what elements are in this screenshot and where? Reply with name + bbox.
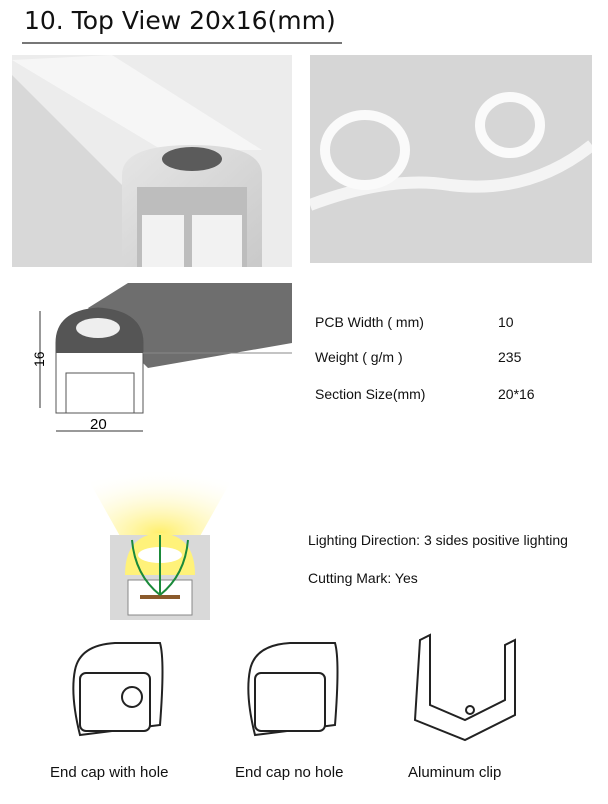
end-cap-no-hole-label: End cap no hole (235, 764, 344, 781)
end-cap-with-hole-image (72, 642, 164, 737)
lighting-direction-text: Lighting Direction: 3 sides positive lig… (308, 532, 568, 548)
spec-value-section-size: 20*16 (498, 386, 535, 402)
bent-strip-photo (310, 55, 592, 263)
profile-photo (12, 55, 292, 267)
page-title: 10. Top View 20x16(mm) (24, 6, 336, 35)
spec-value-pcb-width: 10 (498, 314, 514, 330)
aluminum-clip-label: Aluminum clip (408, 764, 502, 781)
spec-label-pcb-width: PCB Width ( mm) (315, 314, 424, 330)
spec-value-weight: 235 (498, 349, 522, 365)
height-dimension: 16 (31, 351, 47, 367)
aluminum-clip-image (413, 633, 516, 742)
lighting-diagram (80, 465, 240, 620)
spec-label-weight: Weight ( g/m ) (315, 349, 403, 365)
title-underline (22, 42, 342, 44)
end-cap-with-hole-label: End cap with hole (50, 764, 169, 781)
dimension-drawing: 16 20 (31, 283, 292, 433)
cutting-mark-text: Cutting Mark: Yes (308, 570, 418, 586)
width-dimension: 20 (90, 416, 107, 433)
end-cap-no-hole-image (247, 642, 339, 737)
spec-label-section-size: Section Size(mm) (315, 386, 426, 402)
